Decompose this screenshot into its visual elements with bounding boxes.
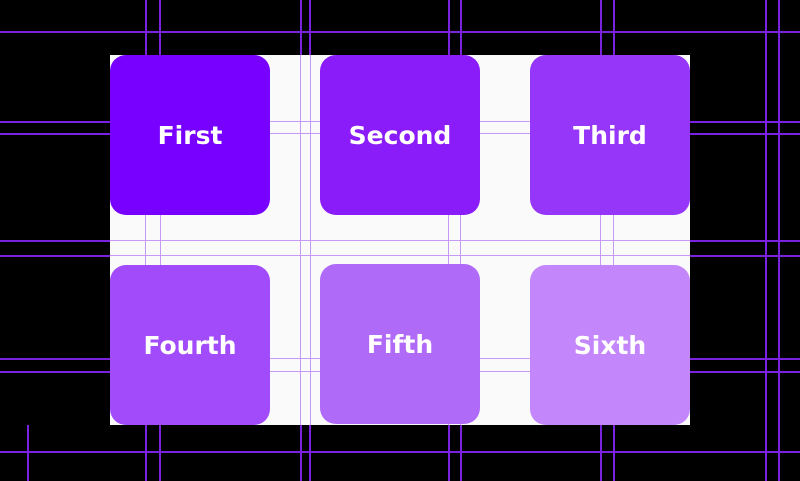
grid-line [613, 0, 615, 55]
grid-line [0, 31, 110, 33]
card-label: Fifth [366, 329, 434, 359]
grid-line [0, 133, 110, 135]
grid-line [613, 425, 615, 481]
grid-line [690, 371, 800, 373]
grid-line [159, 0, 161, 55]
grid-line [778, 0, 780, 481]
card-label: Second [348, 120, 452, 150]
card-label: First [157, 120, 223, 150]
grid-line [690, 133, 800, 135]
grid-line [460, 0, 462, 55]
card-fifth: Fifth [320, 264, 480, 424]
card-label: Sixth [573, 330, 647, 360]
card-label: Fourth [143, 330, 237, 360]
grid-line [0, 451, 800, 453]
grid-line [690, 240, 800, 242]
grid-line [600, 425, 602, 481]
grid-line [309, 0, 311, 55]
card-first: First [110, 55, 270, 215]
card-label: Third [573, 120, 647, 150]
grid-line [690, 31, 800, 33]
grid-line [690, 121, 800, 123]
grid-line [460, 425, 462, 481]
card-second: Second [320, 55, 480, 215]
grid-line [0, 121, 110, 123]
grid-line [448, 425, 450, 481]
grid-line [690, 358, 800, 360]
grid-line [448, 0, 450, 55]
grid-line [159, 425, 161, 481]
card-fourth: Fourth [110, 265, 270, 425]
grid-line [765, 0, 767, 481]
grid-line [300, 425, 302, 481]
grid-line [300, 0, 302, 55]
card-third: Third [530, 55, 690, 215]
grid-line [110, 31, 690, 33]
card-sixth: Sixth [530, 265, 690, 425]
grid-line [0, 255, 110, 257]
grid-line [600, 0, 602, 55]
grid-line [309, 425, 311, 481]
grid-line [0, 358, 110, 360]
grid-line [145, 0, 147, 55]
grid-line [0, 371, 110, 373]
grid-line [27, 425, 29, 481]
grid-line [0, 240, 110, 242]
grid-line [145, 425, 147, 481]
grid-line [690, 255, 800, 257]
